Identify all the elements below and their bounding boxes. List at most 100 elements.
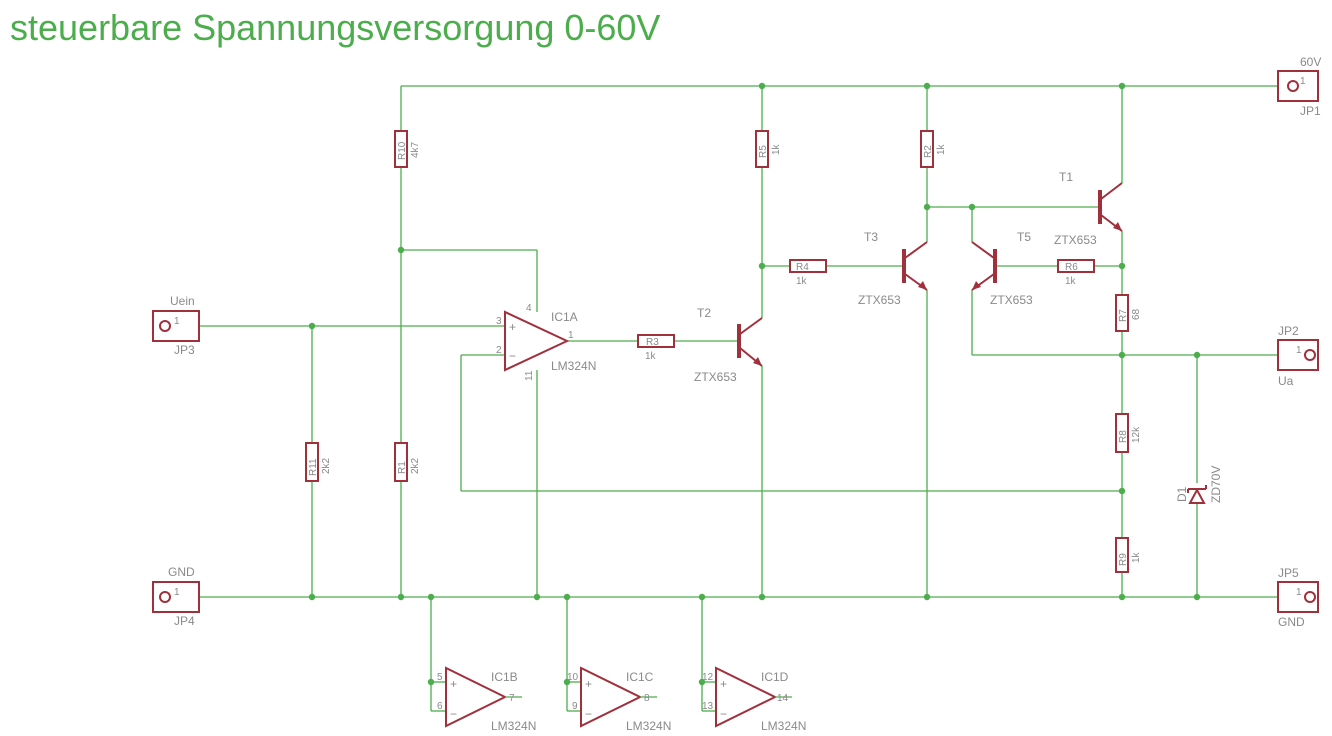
ic1b-pin-minus: 6 xyxy=(437,701,443,712)
jp3-name: JP3 xyxy=(174,343,195,357)
opamp-ic1a: + − 3 2 1 4 11 IC1A LM324N xyxy=(496,303,596,381)
r11-value: 2k2 xyxy=(321,457,332,474)
ic1b-name: IC1B xyxy=(491,670,518,684)
ic1c-minus-sign: − xyxy=(585,707,592,721)
r7-name: R7 xyxy=(1118,309,1129,322)
ic1b-value: LM324N xyxy=(491,719,536,733)
r1-value: 2k2 xyxy=(410,457,421,474)
ic1d-pin-plus: 12 xyxy=(702,672,714,683)
jp4-pin: 1 xyxy=(174,587,180,598)
connector-jp4: 1 GND JP4 xyxy=(152,565,200,628)
diagram-title: steuerbare Spannungsversorgung 0-60V xyxy=(10,7,660,48)
ic1a-pin-vcc: 4 xyxy=(526,303,532,314)
r3-name: R3 xyxy=(646,337,659,348)
ic1a-pin-minus: 2 xyxy=(496,345,502,356)
ic1c-plus-sign: + xyxy=(585,677,592,691)
r6-value: 1k xyxy=(1065,276,1077,287)
r1-name: R1 xyxy=(397,461,408,474)
junctions xyxy=(308,82,1201,686)
ic1d-plus-sign: + xyxy=(720,677,727,691)
r10-value: 4k7 xyxy=(410,141,421,158)
ic1c-pin-plus: 10 xyxy=(567,672,579,683)
ic1a-plus-sign: + xyxy=(509,320,516,334)
r9-name: R9 xyxy=(1118,553,1129,566)
d1-value: ZD70V xyxy=(1209,466,1223,503)
ic1b-minus-sign: − xyxy=(450,707,457,721)
resistor-r8: R8 12k xyxy=(1115,413,1142,453)
transistor-t2: T2 ZTX653 xyxy=(694,306,763,384)
connector-jp5: 1 JP5 GND xyxy=(1277,566,1319,629)
resistor-r10: R10 4k7 xyxy=(394,130,421,168)
t3-value: ZTX653 xyxy=(858,293,901,307)
opamp-ic1d: + − 12 13 14 IC1D LM324N xyxy=(702,666,806,733)
r8-name: R8 xyxy=(1118,430,1129,443)
ic1c-pin-out: 8 xyxy=(644,693,650,704)
resistor-r9: R9 1k xyxy=(1115,537,1142,573)
resistor-r2: R2 1k xyxy=(920,130,947,168)
jp3-label: Uein xyxy=(170,294,195,308)
jp4-name: JP4 xyxy=(174,614,195,628)
ic1a-name: IC1A xyxy=(551,310,578,324)
ic1d-value: LM324N xyxy=(761,719,806,733)
r4-value: 1k xyxy=(796,276,808,287)
jp1-label: 60V xyxy=(1300,55,1321,69)
opamp-ic1b: + − 5 6 7 IC1B LM324N xyxy=(437,666,536,733)
transistor-t5: T5 ZTX653 xyxy=(971,230,1033,307)
ic1a-pin-gnd: 11 xyxy=(524,370,535,381)
connector-jp2: 1 JP2 Ua xyxy=(1277,324,1319,388)
jp5-name: JP5 xyxy=(1278,566,1299,580)
resistor-r11: R11 2k2 xyxy=(305,442,332,482)
resistor-r5: R5 1k xyxy=(755,130,782,168)
t2-name: T2 xyxy=(697,306,711,320)
jp4-label: GND xyxy=(168,565,195,579)
ic1b-pin-out: 7 xyxy=(509,693,515,704)
ic1c-value: LM324N xyxy=(626,719,671,733)
jp2-label: Ua xyxy=(1278,374,1294,388)
r4-name: R4 xyxy=(796,262,809,273)
d1-name: D1 xyxy=(1175,486,1189,502)
zener-diode-d1: D1 ZD70V xyxy=(1175,466,1223,504)
ic1c-name: IC1C xyxy=(626,670,654,684)
jp2-pin: 1 xyxy=(1296,345,1302,356)
ic1d-pin-out: 14 xyxy=(777,693,789,704)
t2-value: ZTX653 xyxy=(694,370,737,384)
jp1-name: JP1 xyxy=(1300,104,1321,118)
jp1-pin: 1 xyxy=(1300,76,1306,87)
ic1c-pin-minus: 9 xyxy=(572,701,578,712)
ic1a-value: LM324N xyxy=(551,359,596,373)
connector-jp1: 1 60V JP1 xyxy=(1277,55,1321,118)
jp5-label: GND xyxy=(1278,615,1305,629)
r11-name: R11 xyxy=(308,458,319,476)
r5-name: R5 xyxy=(758,145,769,158)
t5-name: T5 xyxy=(1017,230,1031,244)
ic1b-plus-sign: + xyxy=(450,677,457,691)
connector-jp3: 1 Uein JP3 xyxy=(152,294,200,357)
ic1a-minus-sign: − xyxy=(509,349,516,363)
ic1d-minus-sign: − xyxy=(720,707,727,721)
ic1d-name: IC1D xyxy=(761,670,789,684)
jp3-pin: 1 xyxy=(174,316,180,327)
ic1a-pin-plus: 3 xyxy=(496,316,502,327)
wires xyxy=(200,85,1278,712)
jp5-pin: 1 xyxy=(1296,587,1302,598)
t5-value: ZTX653 xyxy=(990,293,1033,307)
opamp-ic1c: + − 10 9 8 IC1C LM324N xyxy=(567,666,671,733)
resistor-r6: R6 1k xyxy=(1057,259,1095,287)
resistor-r1: R1 2k2 xyxy=(394,442,421,482)
t1-value: ZTX653 xyxy=(1054,233,1097,247)
transistor-t1: T1 ZTX653 xyxy=(1054,170,1123,247)
ic1d-pin-minus: 13 xyxy=(702,701,714,712)
transistor-t3: T3 ZTX653 xyxy=(858,230,928,307)
r7-value: 68 xyxy=(1131,308,1142,320)
r8-value: 12k xyxy=(1131,426,1142,443)
resistor-r3: R3 1k xyxy=(637,334,675,362)
jp2-name: JP2 xyxy=(1278,324,1299,338)
r2-value: 1k xyxy=(936,143,947,155)
ic1b-pin-plus: 5 xyxy=(437,672,443,683)
t1-name: T1 xyxy=(1059,170,1073,184)
r2-name: R2 xyxy=(923,145,934,158)
r5-value: 1k xyxy=(771,143,782,155)
r9-value: 1k xyxy=(1131,551,1142,563)
ic1a-pin-out: 1 xyxy=(568,330,574,341)
